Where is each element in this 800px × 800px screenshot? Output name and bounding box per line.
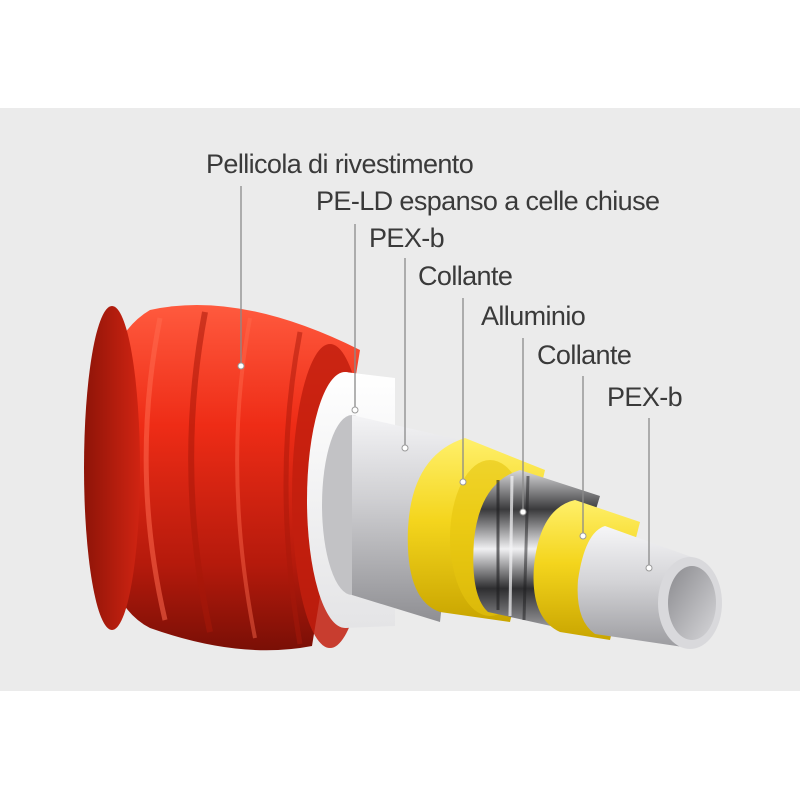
label-outer-film: Pellicola di rivestimento [206,149,474,179]
label-pex-outer: PEX-b [369,223,445,253]
pex-inner-layer [577,526,722,649]
leader-lines [240,186,650,568]
leader-dots [237,362,653,572]
label-adhesive-inner: Collante [537,340,632,370]
label-foam: PE-LD espanso a celle chiuse [316,186,660,216]
label-pex-inner: PEX-b [607,382,683,412]
label-aluminium: Alluminio [481,301,586,331]
label-adhesive-outer: Collante [418,261,513,291]
